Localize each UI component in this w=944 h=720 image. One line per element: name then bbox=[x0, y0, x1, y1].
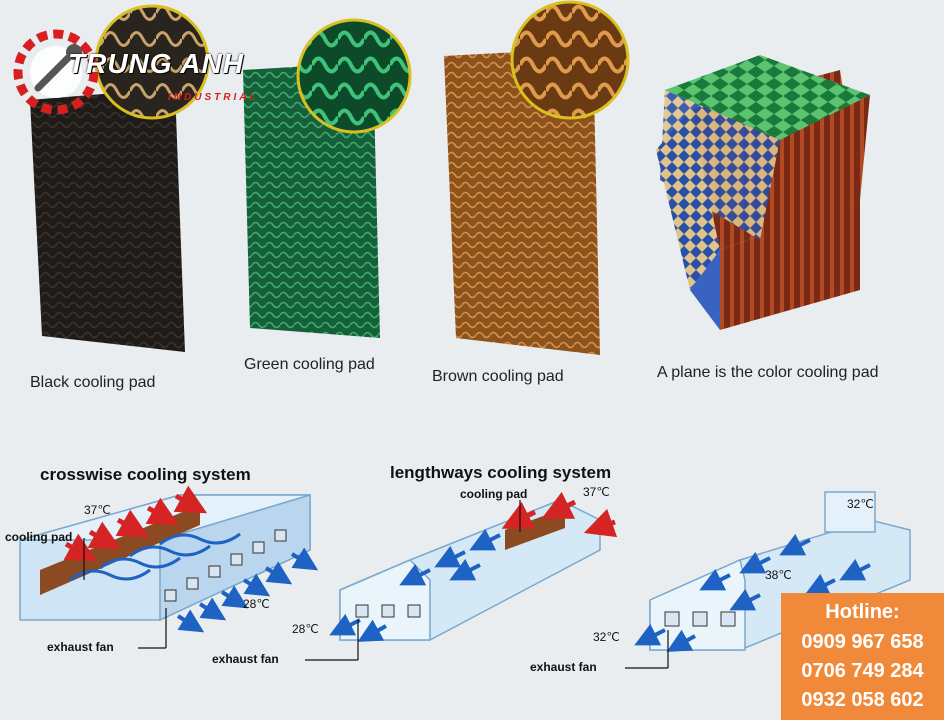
lengthways-cooling-pad-label: cooling pad bbox=[460, 487, 528, 501]
cooling-pad-products bbox=[30, 0, 870, 355]
lengthways-building bbox=[329, 491, 618, 642]
crosswise-exhaust-fan-label: exhaust fan bbox=[47, 640, 114, 654]
brown-pad-caption: Brown cooling pad bbox=[432, 368, 564, 385]
crosswise-temp-in: 37℃ bbox=[84, 503, 111, 517]
lengthways-title: lengthways cooling system bbox=[390, 463, 612, 482]
green-pad-caption: Green cooling pad bbox=[244, 356, 375, 373]
brown-pad-zoom bbox=[510, 0, 630, 120]
color-cooling-pad-image bbox=[656, 55, 870, 330]
hotline-number-2[interactable]: 0706 749 284 bbox=[801, 660, 924, 682]
hotline-box: Hotline: 0909 967 658 0706 749 284 0932 … bbox=[781, 593, 944, 720]
hotline-title: Hotline: bbox=[825, 601, 900, 623]
black-cooling-pad-image bbox=[30, 88, 185, 352]
green-pad-zoom bbox=[296, 18, 412, 134]
third-temp-out: 32℃ bbox=[593, 630, 620, 644]
third-temp-top: 32℃ bbox=[847, 497, 874, 511]
brown-cooling-pad-image bbox=[444, 48, 600, 355]
crosswise-cooling-pad-label: cooling pad bbox=[5, 530, 73, 544]
color-pad-caption: A plane is the color cooling pad bbox=[657, 364, 879, 381]
crosswise-title: crosswise cooling system bbox=[40, 465, 251, 484]
crosswise-temp-out: 28℃ bbox=[243, 597, 270, 611]
logo-gear-icon bbox=[13, 29, 99, 115]
black-pad-caption: Black cooling pad bbox=[30, 374, 156, 391]
logo-name: TRUNG ANH bbox=[68, 48, 244, 79]
third-building bbox=[634, 491, 911, 652]
lengthways-temp-out: 28℃ bbox=[292, 622, 319, 636]
cooling-systems-diagram bbox=[19, 485, 911, 669]
third-temp-mid: 38℃ bbox=[765, 568, 792, 582]
hotline-number-1[interactable]: 0909 967 658 bbox=[801, 631, 924, 653]
lengthways-temp-in: 37℃ bbox=[583, 485, 610, 499]
logo-subtitle: INDUSTRIAL bbox=[168, 92, 259, 103]
hotline-number-3[interactable]: 0932 058 602 bbox=[801, 689, 924, 711]
third-exhaust-fan-label: exhaust fan bbox=[530, 660, 597, 674]
lengthways-exhaust-fan-label: exhaust fan bbox=[212, 652, 279, 666]
crosswise-building bbox=[19, 485, 319, 633]
